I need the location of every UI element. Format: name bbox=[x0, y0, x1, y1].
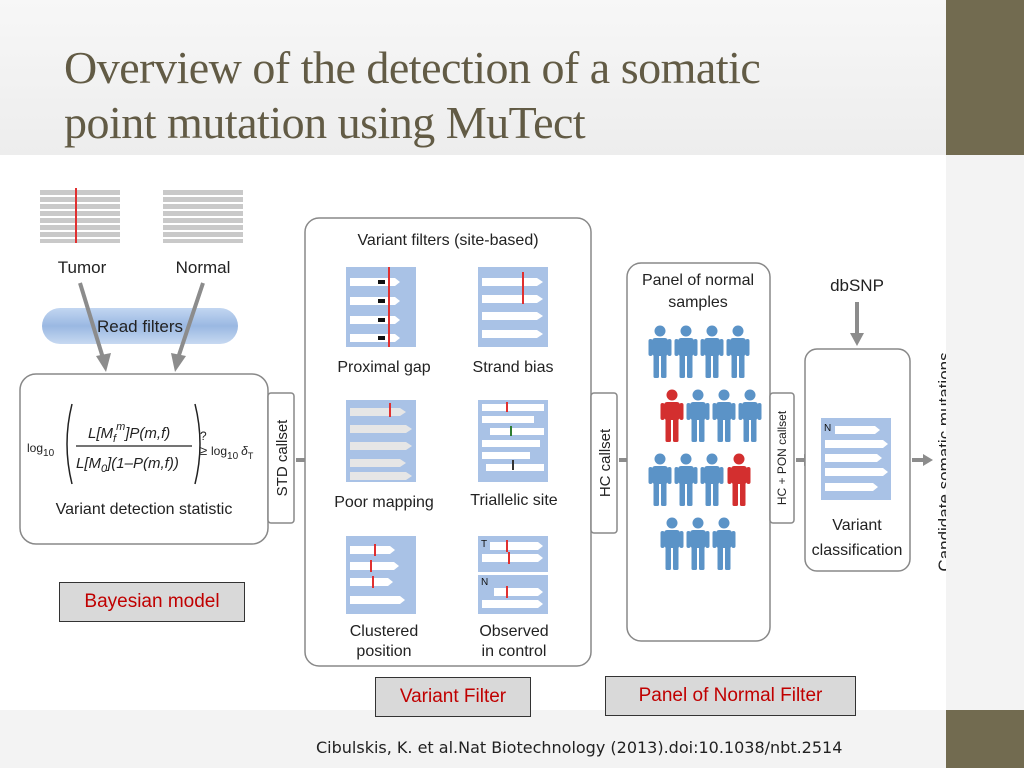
formula-denominator-rest: ](1–P(m,f)) bbox=[105, 455, 179, 472]
mutect-workflow-diagram: Tumor Normal Read filters log10 L[Mfm]P(… bbox=[19, 188, 946, 667]
observed-label-line-1: Observed bbox=[479, 623, 548, 640]
panel-of-normal-filter-label: Panel of Normal Filter bbox=[605, 676, 856, 716]
bayesian-model-label: Bayesian model bbox=[59, 582, 245, 622]
observed-label-line-2: in control bbox=[482, 643, 547, 660]
variant-filters-title: Variant filters (site-based) bbox=[357, 232, 538, 249]
classification-label-line-2: classification bbox=[812, 542, 903, 559]
svg-text:L[Mfm]P(m,f): L[Mfm]P(m,f) bbox=[88, 421, 170, 445]
mutect-figure: Tumor Normal Read filters log10 L[Mfm]P(… bbox=[0, 155, 946, 710]
title-line-2: point mutation using MuTect bbox=[64, 97, 586, 148]
formula-numerator: L[M bbox=[88, 425, 114, 442]
formula-compare-q: ? bbox=[200, 429, 207, 443]
panel-label-line-2: samples bbox=[668, 294, 728, 311]
formula-threshold-base: 10 bbox=[227, 451, 239, 462]
candidate-mutations-label: Candidate somatic mutations bbox=[935, 352, 946, 571]
detection-formula: log10 L[Mfm]P(m,f) L[M0](1–P(m,f)) ? ≥ l… bbox=[27, 403, 254, 485]
clustered-label-line-2: position bbox=[356, 643, 411, 660]
observed-in-control-icon: T N bbox=[478, 536, 548, 614]
hc-callset-label: HC callset bbox=[597, 428, 614, 497]
normal-read-stack-icon bbox=[163, 190, 243, 243]
strand-bias-label: Strand bias bbox=[473, 359, 554, 376]
panel-label-line-1: Panel of normal bbox=[642, 272, 754, 289]
accent-bar-bottom bbox=[946, 710, 1024, 768]
std-callset-label: STD callset bbox=[274, 419, 291, 497]
poor-mapping-label: Poor mapping bbox=[334, 494, 434, 511]
hc-callset-tab bbox=[590, 392, 618, 534]
normal-label: Normal bbox=[176, 258, 231, 277]
formula-log: log bbox=[27, 441, 43, 455]
title-area-background bbox=[0, 0, 1024, 155]
triallelic-site-icon bbox=[478, 400, 548, 482]
clustered-position-icon bbox=[346, 536, 416, 614]
strand-bias-icon bbox=[478, 267, 548, 347]
formula-denominator: L[M bbox=[76, 455, 102, 472]
classification-n-marker: N bbox=[824, 423, 831, 434]
tumor-label: Tumor bbox=[58, 258, 107, 277]
triallelic-site-label: Triallelic site bbox=[470, 492, 558, 509]
formula-denominator-sub: 0 bbox=[101, 463, 108, 475]
formula-compare-ge: ≥ bbox=[200, 443, 207, 458]
variant-classification-icon: N bbox=[821, 418, 891, 500]
classification-label-line-1: Variant bbox=[832, 517, 882, 534]
hc-pon-callset-label: HC + PON callset bbox=[775, 410, 789, 505]
poor-mapping-icon bbox=[346, 400, 416, 482]
read-filters-label: Read filters bbox=[97, 317, 183, 336]
formula-numerator-sub: f bbox=[113, 433, 117, 445]
variant-filter-label: Variant Filter bbox=[375, 677, 531, 717]
formula-numerator-sup: m bbox=[116, 421, 125, 433]
observed-n-marker: N bbox=[481, 577, 488, 588]
variant-detection-label: Variant detection statistic bbox=[56, 501, 233, 518]
dbsnp-label: dbSNP bbox=[830, 276, 884, 295]
hc-pon-callset-tab bbox=[769, 392, 795, 524]
observed-t-marker: T bbox=[481, 539, 487, 550]
tumor-read-stack-icon bbox=[40, 188, 120, 243]
title-line-1: Overview of the detection of a somatic bbox=[64, 42, 761, 93]
formula-threshold-sub: T bbox=[248, 451, 254, 461]
proximal-gap-label: Proximal gap bbox=[337, 359, 430, 376]
clustered-label-line-1: Clustered bbox=[350, 623, 418, 640]
std-callset-tab bbox=[267, 392, 295, 524]
citation: Cibulskis, K. et al.Nat Biotechnology (2… bbox=[316, 738, 843, 757]
formula-threshold-symbol: δ bbox=[241, 444, 248, 458]
panel-of-normals-box bbox=[626, 262, 771, 642]
accent-bar-top bbox=[946, 0, 1024, 155]
svg-text:L[M0](1–P(m,f)): L[M0](1–P(m,f)) bbox=[76, 455, 179, 475]
formula-numerator-rest: ]P(m,f) bbox=[123, 425, 170, 442]
slide-title: Overview of the detection of a somatic p… bbox=[64, 40, 924, 150]
formula-log-base: 10 bbox=[43, 448, 55, 459]
svg-text:log10: log10 bbox=[27, 441, 55, 459]
formula-threshold-log: log bbox=[211, 444, 227, 458]
proximal-gap-icon bbox=[346, 267, 416, 347]
